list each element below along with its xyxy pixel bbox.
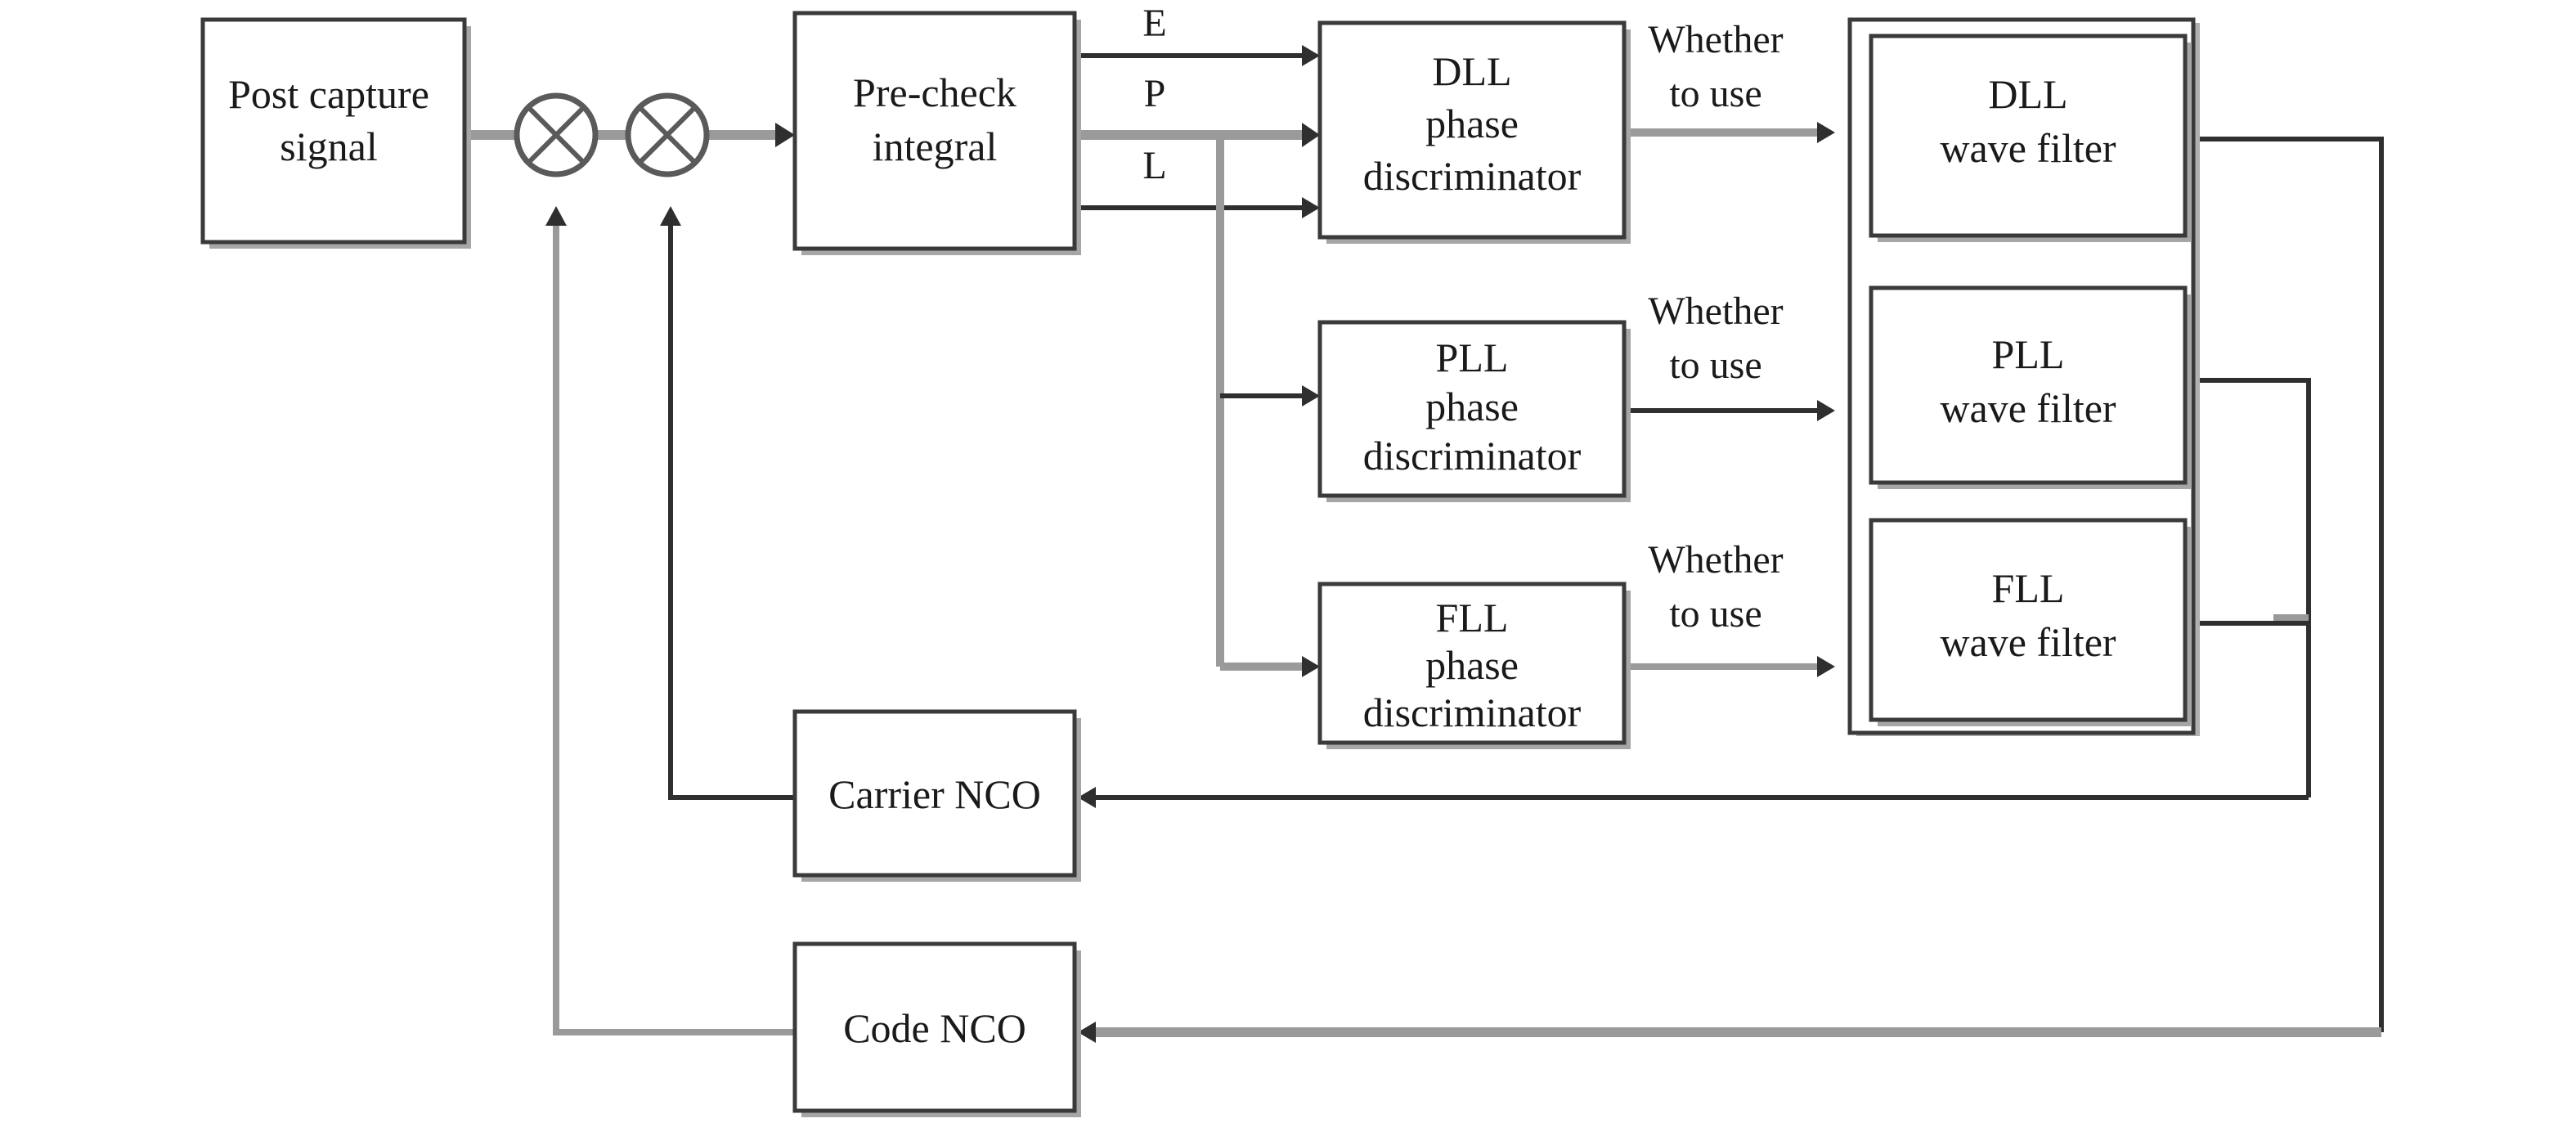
- dll-wave-filter-block: DLL wave filter: [1869, 34, 2192, 242]
- code-nco-block: Code NCO: [792, 941, 1081, 1117]
- arrowhead-E: [1302, 45, 1320, 66]
- arrowhead-PLL-disc: [1302, 385, 1320, 407]
- signal-wires: [469, 45, 2384, 1043]
- output-label-P: P: [1144, 72, 1166, 115]
- precheck-integral-block: Pre-check integral: [792, 11, 1081, 255]
- pll-phase-discriminator-block: PLL phase discriminator: [1317, 320, 1631, 502]
- post-capture-line1: Post capture: [228, 71, 429, 117]
- precheck-line1: Pre-check: [853, 70, 1016, 115]
- arrowhead-P: [1302, 123, 1320, 147]
- fll-switch-line2: to use: [1669, 592, 1761, 636]
- wire-carrier-to-mixer2: [668, 224, 798, 800]
- fll-disc-line3: discriminator: [1363, 690, 1582, 735]
- dll-disc-line3: discriminator: [1363, 153, 1582, 199]
- mixer-2: [625, 92, 710, 177]
- pll-disc-line1: PLL: [1436, 335, 1509, 380]
- fll-switch-line1: Whether: [1648, 538, 1783, 582]
- pll-filter-line1: PLL: [1992, 331, 2065, 377]
- dll-filter-line1: DLL: [1988, 71, 2067, 117]
- pll-wave-filter-block: PLL wave filter: [1869, 285, 2192, 489]
- code-nco-label: Code NCO: [843, 1005, 1026, 1051]
- wire-code-to-mixer1: [553, 224, 798, 1035]
- arrowhead-L: [1302, 197, 1320, 218]
- output-label-L: L: [1142, 144, 1166, 187]
- dll-switch-label: Whether to use: [1648, 18, 1783, 115]
- fll-disc-line2: phase: [1425, 642, 1519, 688]
- arrowhead-carrier-nco: [1078, 787, 1096, 808]
- precheck-line2: integral: [873, 124, 998, 169]
- mixer-icon-stroke-2b: [637, 105, 698, 165]
- fll-phase-discriminator-block: FLL phase discriminator: [1317, 582, 1631, 749]
- wire-dll-filter-out: [2200, 137, 2384, 1032]
- fll-wave-filter-block: FLL wave filter: [1869, 518, 2192, 726]
- arrowhead-pll-filter: [1817, 400, 1835, 421]
- fll-filter-line1: FLL: [1992, 565, 2065, 611]
- arrowhead-fll-filter: [1817, 656, 1835, 677]
- mixer-1: [514, 92, 599, 177]
- pll-filter-line2: wave filter: [1940, 385, 2116, 431]
- dll-filter-line2: wave filter: [1940, 125, 2116, 171]
- arrowhead-dll-filter: [1817, 122, 1835, 143]
- post-capture-signal-block: Post capture signal: [200, 17, 471, 249]
- pll-disc-line2: phase: [1425, 384, 1519, 429]
- arrowhead-precheck: [775, 123, 795, 147]
- dll-disc-line1: DLL: [1432, 48, 1511, 94]
- arrowhead-mixer2: [660, 206, 681, 226]
- dll-switch-line1: Whether: [1648, 18, 1783, 61]
- pll-disc-line3: discriminator: [1363, 433, 1582, 478]
- fll-filter-line2: wave filter: [1940, 619, 2116, 665]
- dll-switch-line2: to use: [1669, 72, 1761, 115]
- arrowhead-code-nco: [1078, 1022, 1096, 1043]
- pll-switch-line1: Whether: [1648, 290, 1783, 333]
- dll-disc-line2: phase: [1425, 101, 1519, 146]
- dll-phase-discriminator-block: DLL phase discriminator: [1317, 20, 1631, 244]
- carrier-nco-label: Carrier NCO: [828, 771, 1041, 817]
- fll-disc-line1: FLL: [1436, 595, 1509, 640]
- carrier-nco-block: Carrier NCO: [792, 709, 1081, 882]
- wire-pll-filter-out: [2200, 378, 2311, 797]
- fll-switch-label: Whether to use: [1648, 538, 1783, 636]
- output-label-E: E: [1142, 2, 1166, 45]
- arrowhead-FLL-disc: [1302, 656, 1320, 677]
- arrowhead-mixer1: [545, 206, 567, 226]
- post-capture-line2: signal: [280, 124, 377, 169]
- pll-switch-line2: to use: [1669, 344, 1761, 387]
- pll-switch-label: Whether to use: [1648, 290, 1783, 387]
- mixer-icon-stroke-1b: [526, 105, 586, 165]
